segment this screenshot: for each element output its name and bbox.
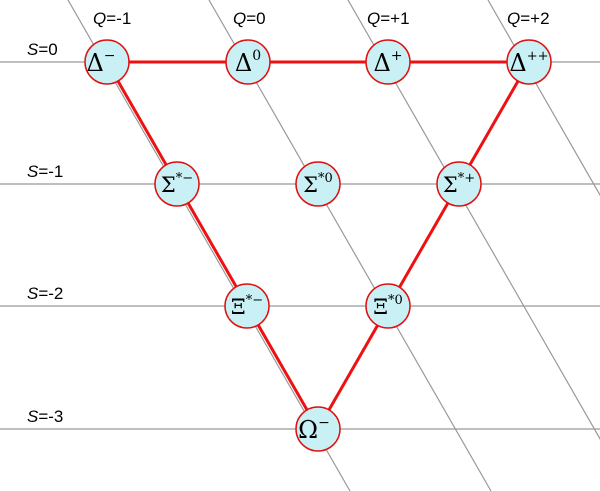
node-omega-minus: Ω− <box>295 406 341 452</box>
node-delta-plusplus: Δ++ <box>506 39 552 85</box>
particle-label: Δ++ <box>509 49 548 77</box>
node-circle <box>295 406 341 452</box>
edge-left <box>105 61 320 430</box>
node-delta-minus: Δ− <box>84 39 130 85</box>
particle-label: Ξ*− <box>231 293 263 319</box>
node-sigma-star-zero: Σ*0 <box>295 161 341 207</box>
node-xi-star-zero: Ξ*0 <box>365 283 411 329</box>
particle-label: Ξ*0 <box>373 293 403 319</box>
node-delta-zero: Δ0 <box>225 39 271 85</box>
charge-label-plus2: Q=+2 <box>507 9 550 28</box>
particle-label: Σ*+ <box>443 171 475 197</box>
node-circle <box>436 161 482 207</box>
node-circle <box>84 39 130 85</box>
node-circle <box>365 39 411 85</box>
particle-label: Δ+ <box>373 48 402 77</box>
node-circle <box>365 283 411 329</box>
node-delta-plus: Δ+ <box>365 39 411 85</box>
strangeness-label-1: S=-1 <box>27 162 63 181</box>
particle-label: Δ− <box>86 48 115 77</box>
charge-label-minus1: Q=-1 <box>93 9 131 28</box>
node-circle <box>225 39 271 85</box>
strangeness-labels: S=0 S=-1 S=-2 S=-3 <box>27 40 63 426</box>
decuplet-edges <box>105 60 531 430</box>
node-sigma-star-plus: Σ*+ <box>436 161 482 207</box>
charge-label-plus1: Q=+1 <box>367 9 410 28</box>
particle-label: Δ0 <box>235 48 261 77</box>
node-xi-star-minus: Ξ*− <box>224 283 270 329</box>
node-circle <box>154 161 200 207</box>
node-circle <box>224 283 270 329</box>
charge-label-0: Q=0 <box>233 9 266 28</box>
particle-nodes: Δ− Δ0 Δ+ Δ++ Σ*− Σ*0 Σ*+ Ξ*− <box>84 39 552 452</box>
node-circle <box>506 39 552 85</box>
strangeness-lines <box>0 61 600 430</box>
node-sigma-star-minus: Σ*− <box>154 161 200 207</box>
node-circle <box>295 161 341 207</box>
particle-label: Ω− <box>298 415 330 444</box>
strangeness-label-0: S=0 <box>27 40 58 59</box>
edge-right <box>316 61 531 430</box>
particle-label: Σ*0 <box>303 171 333 197</box>
strangeness-label-3: S=-3 <box>27 407 63 426</box>
charge-labels: Q=-1 Q=0 Q=+1 Q=+2 <box>93 9 550 28</box>
particle-label: Σ*− <box>161 171 193 197</box>
strangeness-label-2: S=-2 <box>27 284 63 303</box>
